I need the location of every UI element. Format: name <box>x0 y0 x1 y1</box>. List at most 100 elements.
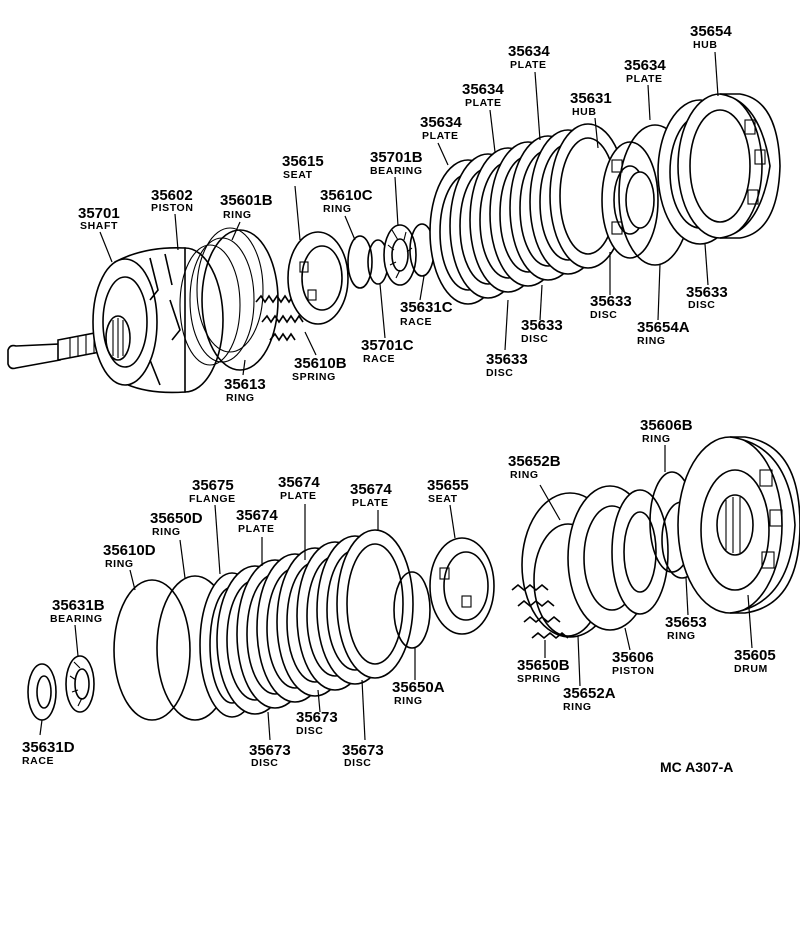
label-35655: 35655 SEAT <box>427 477 469 505</box>
svg-text:35605: 35605 <box>734 647 776 664</box>
svg-text:35673: 35673 <box>249 742 291 759</box>
label-35674-c: 35674 PLATE <box>350 481 392 509</box>
label-35610d: 35610D RING <box>103 542 156 570</box>
upper-clutch-pack-drawing <box>429 123 627 305</box>
svg-text:35631B: 35631B <box>52 597 105 614</box>
svg-text:PLATE: PLATE <box>626 73 663 85</box>
spring-35610b-drawing <box>255 294 304 342</box>
svg-text:35675: 35675 <box>192 477 234 494</box>
svg-text:35633: 35633 <box>686 284 728 301</box>
upper-assembly <box>7 93 781 394</box>
svg-text:35655: 35655 <box>427 477 469 494</box>
label-35605: 35605 DRUM <box>734 647 776 675</box>
svg-text:35610D: 35610D <box>103 542 156 559</box>
svg-text:SPRING: SPRING <box>517 673 561 685</box>
svg-text:35610B: 35610B <box>294 355 347 372</box>
svg-text:35606: 35606 <box>612 649 654 666</box>
label-35674-b: 35674 PLATE <box>236 507 278 535</box>
svg-text:DISC: DISC <box>521 333 549 345</box>
svg-text:PISTON: PISTON <box>151 202 194 214</box>
svg-text:35631D: 35631D <box>22 739 75 756</box>
svg-text:SEAT: SEAT <box>283 169 313 181</box>
label-35674-a: 35674 PLATE <box>278 474 320 502</box>
svg-text:SHAFT: SHAFT <box>80 220 118 232</box>
svg-text:35633: 35633 <box>486 351 528 368</box>
svg-text:35654A: 35654A <box>637 319 690 336</box>
label-35701c: 35701C RACE <box>361 337 414 365</box>
svg-text:PLATE: PLATE <box>352 497 389 509</box>
label-35613: 35613 RING <box>224 376 266 404</box>
label-35634-c: 35634 PLATE <box>508 43 550 71</box>
svg-text:35606B: 35606B <box>640 417 693 434</box>
svg-text:PLATE: PLATE <box>510 59 547 71</box>
seat-35655-drawing <box>429 537 495 635</box>
svg-text:RACE: RACE <box>363 353 395 365</box>
label-35631d: 35631D RACE <box>22 739 75 767</box>
label-35701b: 35701B BEARING <box>370 149 423 177</box>
ring-35601b-drawing <box>196 227 264 353</box>
svg-text:BEARING: BEARING <box>370 165 423 177</box>
label-35631c: 35631C RACE <box>400 299 453 328</box>
svg-text:RING: RING <box>105 558 134 570</box>
shaft-drawing <box>7 331 101 370</box>
svg-text:PLATE: PLATE <box>280 490 317 502</box>
label-35673-b: 35673 DISC <box>296 709 338 737</box>
label-35675: 35675 FLANGE <box>189 477 236 505</box>
svg-text:35650D: 35650D <box>150 510 203 527</box>
svg-text:HUB: HUB <box>693 39 718 51</box>
svg-text:RING: RING <box>637 335 666 347</box>
hub-35631-drawing <box>601 141 659 259</box>
seat-35615-drawing <box>287 231 349 325</box>
label-35615: 35615 SEAT <box>282 153 324 181</box>
svg-text:35653: 35653 <box>665 614 707 631</box>
svg-text:35634: 35634 <box>508 43 550 60</box>
svg-text:35650B: 35650B <box>517 657 570 674</box>
svg-text:35650A: 35650A <box>392 679 445 696</box>
lower-clutch-pack-drawing <box>216 529 414 715</box>
piston-35606-drawing <box>567 485 669 631</box>
label-35633-a: 35633 DISC <box>486 351 528 379</box>
label-35633-b: 35633 DISC <box>521 317 563 345</box>
label-35610b: 35610B SPRING <box>292 355 347 383</box>
lower-assembly <box>27 436 800 721</box>
leader-lines <box>39 51 753 741</box>
svg-text:35652B: 35652B <box>508 453 561 470</box>
label-35650b: 35650B SPRING <box>517 657 570 685</box>
svg-text:35615: 35615 <box>282 153 324 170</box>
race-35631d-drawing <box>27 663 57 721</box>
svg-text:SEAT: SEAT <box>428 493 458 505</box>
svg-text:35634: 35634 <box>462 81 504 98</box>
svg-text:FLANGE: FLANGE <box>189 493 236 505</box>
label-35633-c: 35633 DISC <box>590 293 632 321</box>
svg-text:PLATE: PLATE <box>422 130 459 142</box>
svg-text:PLATE: PLATE <box>465 97 502 109</box>
svg-text:RING: RING <box>152 526 181 538</box>
svg-text:DISC: DISC <box>296 725 324 737</box>
svg-text:35633: 35633 <box>521 317 563 334</box>
label-35652a: 35652A RING <box>563 685 616 713</box>
label-35654a: 35654A RING <box>637 319 690 347</box>
svg-text:35701B: 35701B <box>370 149 423 166</box>
svg-text:RACE: RACE <box>22 755 54 767</box>
svg-text:35674: 35674 <box>278 474 320 491</box>
svg-text:RING: RING <box>642 433 671 445</box>
svg-text:35602: 35602 <box>151 187 193 204</box>
svg-text:35654: 35654 <box>690 23 732 40</box>
piston-drum-drawing <box>92 246 224 394</box>
hub-35654-drawing <box>657 93 781 245</box>
svg-text:DISC: DISC <box>590 309 618 321</box>
svg-text:DISC: DISC <box>251 757 279 769</box>
svg-text:35652A: 35652A <box>563 685 616 702</box>
label-35653: 35653 RING <box>665 614 707 642</box>
label-35606b: 35606B RING <box>640 417 693 445</box>
svg-text:PLATE: PLATE <box>238 523 275 535</box>
reference-code: MC A307-A <box>660 759 733 775</box>
svg-text:35674: 35674 <box>236 507 278 524</box>
svg-text:RING: RING <box>323 203 352 215</box>
label-35610c: 35610C RING <box>320 187 373 215</box>
svg-text:DISC: DISC <box>486 367 514 379</box>
label-35631b: 35631B BEARING <box>50 597 105 625</box>
svg-text:35634: 35634 <box>624 57 666 74</box>
ring-35650a-drawing <box>393 571 431 649</box>
svg-text:BEARING: BEARING <box>50 613 103 625</box>
